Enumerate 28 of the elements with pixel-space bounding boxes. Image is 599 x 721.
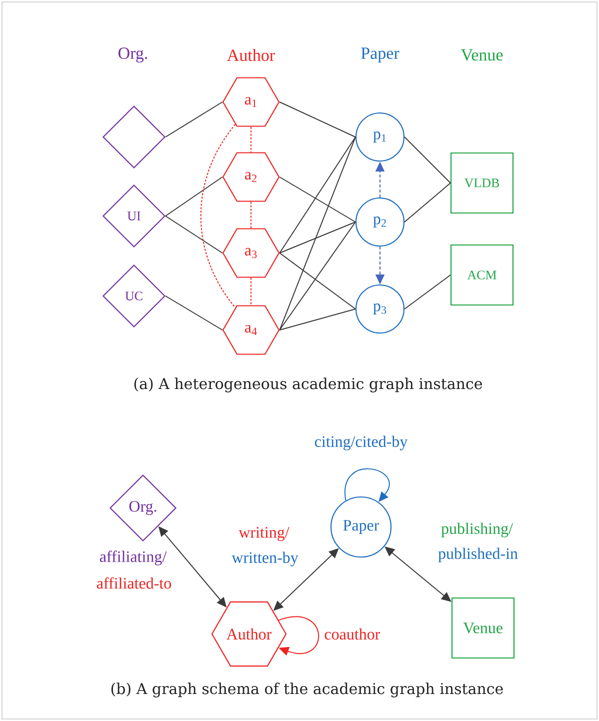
- relation-label: affiliating/: [100, 550, 167, 566]
- caption: (a) A heterogeneous academic graph instance: [134, 378, 482, 392]
- hexagon-node: a$_{1}$: [222, 77, 280, 127]
- relation-label: publishing/: [441, 522, 513, 538]
- edge-label: coauthor: [323, 627, 382, 641]
- column-header: Paper: [361, 48, 400, 62]
- relation-label: affiliated-to: [96, 577, 172, 589]
- column-header: Author: [227, 49, 275, 61]
- hexagon-node: a$_{2}$: [222, 152, 280, 202]
- square-node: Venue: [451, 597, 515, 659]
- arrow: [278, 616, 320, 656]
- relation-label: published-in: [438, 548, 518, 562]
- circle-node: p$_{1}$: [355, 112, 405, 162]
- circle-node: p$_{2}$: [355, 197, 405, 247]
- relation-label: written-by: [232, 552, 298, 566]
- column-header: Org.: [118, 48, 148, 62]
- edge-label: citing/cited-by: [313, 434, 409, 452]
- hexagon-node: a$_{4}$: [222, 305, 280, 355]
- square-node: VLDB: [450, 152, 514, 214]
- circle-node: p$_{3}$: [355, 284, 405, 334]
- column-header: Venue: [460, 49, 503, 61]
- square-node: ACM: [450, 244, 514, 306]
- hexagon-node: a$_{3}$: [222, 228, 280, 278]
- circle-node: Paper: [330, 496, 392, 558]
- caption: (b) A graph schema of the academic graph instance: [111, 682, 503, 698]
- relation-label: writing/: [238, 527, 290, 542]
- hexagon-node: Author: [211, 601, 287, 667]
- arrow: [344, 468, 390, 502]
